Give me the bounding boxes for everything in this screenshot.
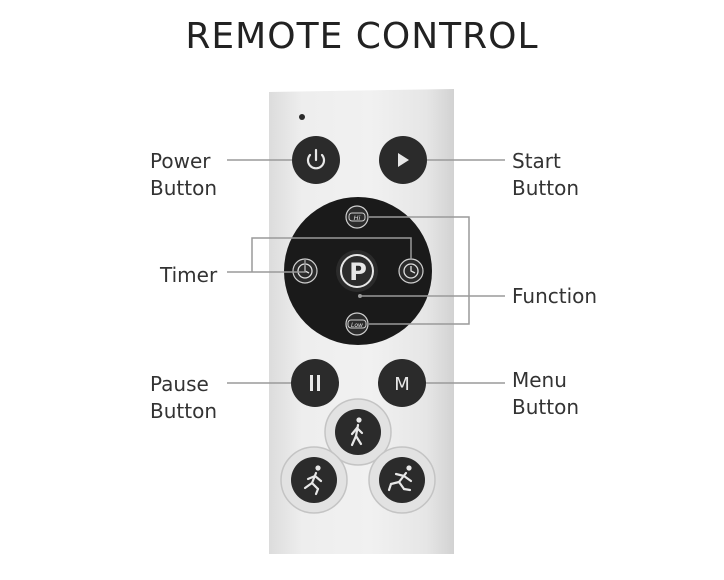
menu-glyph: M (394, 374, 410, 395)
walking-person-icon (350, 423, 364, 447)
jog-mode-button[interactable] (291, 457, 337, 503)
timer-label: Timer (160, 263, 218, 287)
menu-button-label: Menu Button (512, 368, 579, 419)
power-button-label: Power Button (150, 149, 217, 200)
p-label: P (349, 258, 367, 286)
hi-label: Hi (354, 214, 361, 222)
clock-icon (403, 263, 419, 279)
pause-icon (310, 375, 313, 391)
run-mode-button[interactable] (379, 457, 425, 503)
start-button-label: Start Button (512, 149, 579, 200)
jogging-person-icon (303, 471, 323, 496)
pause-button[interactable] (291, 359, 339, 407)
walk-mode-button[interactable] (335, 409, 381, 455)
indicator-led (299, 114, 305, 120)
leader-lines (227, 159, 505, 384)
start-button[interactable] (379, 136, 427, 184)
hi-button[interactable]: Hi (345, 205, 369, 229)
function-label: Function (512, 284, 598, 308)
low-button[interactable]: Low (345, 312, 369, 336)
low-label: Low (351, 322, 363, 329)
power-button[interactable] (292, 136, 340, 184)
play-icon (398, 153, 409, 167)
page-title: REMOTE CONTROL (185, 16, 539, 57)
power-icon (306, 153, 326, 170)
menu-button[interactable]: M (378, 359, 426, 407)
program-p-button[interactable]: P (336, 250, 378, 292)
running-person-icon (387, 471, 413, 492)
pause-button-label: Pause Button (150, 372, 217, 423)
timer-right-button[interactable] (398, 258, 424, 284)
